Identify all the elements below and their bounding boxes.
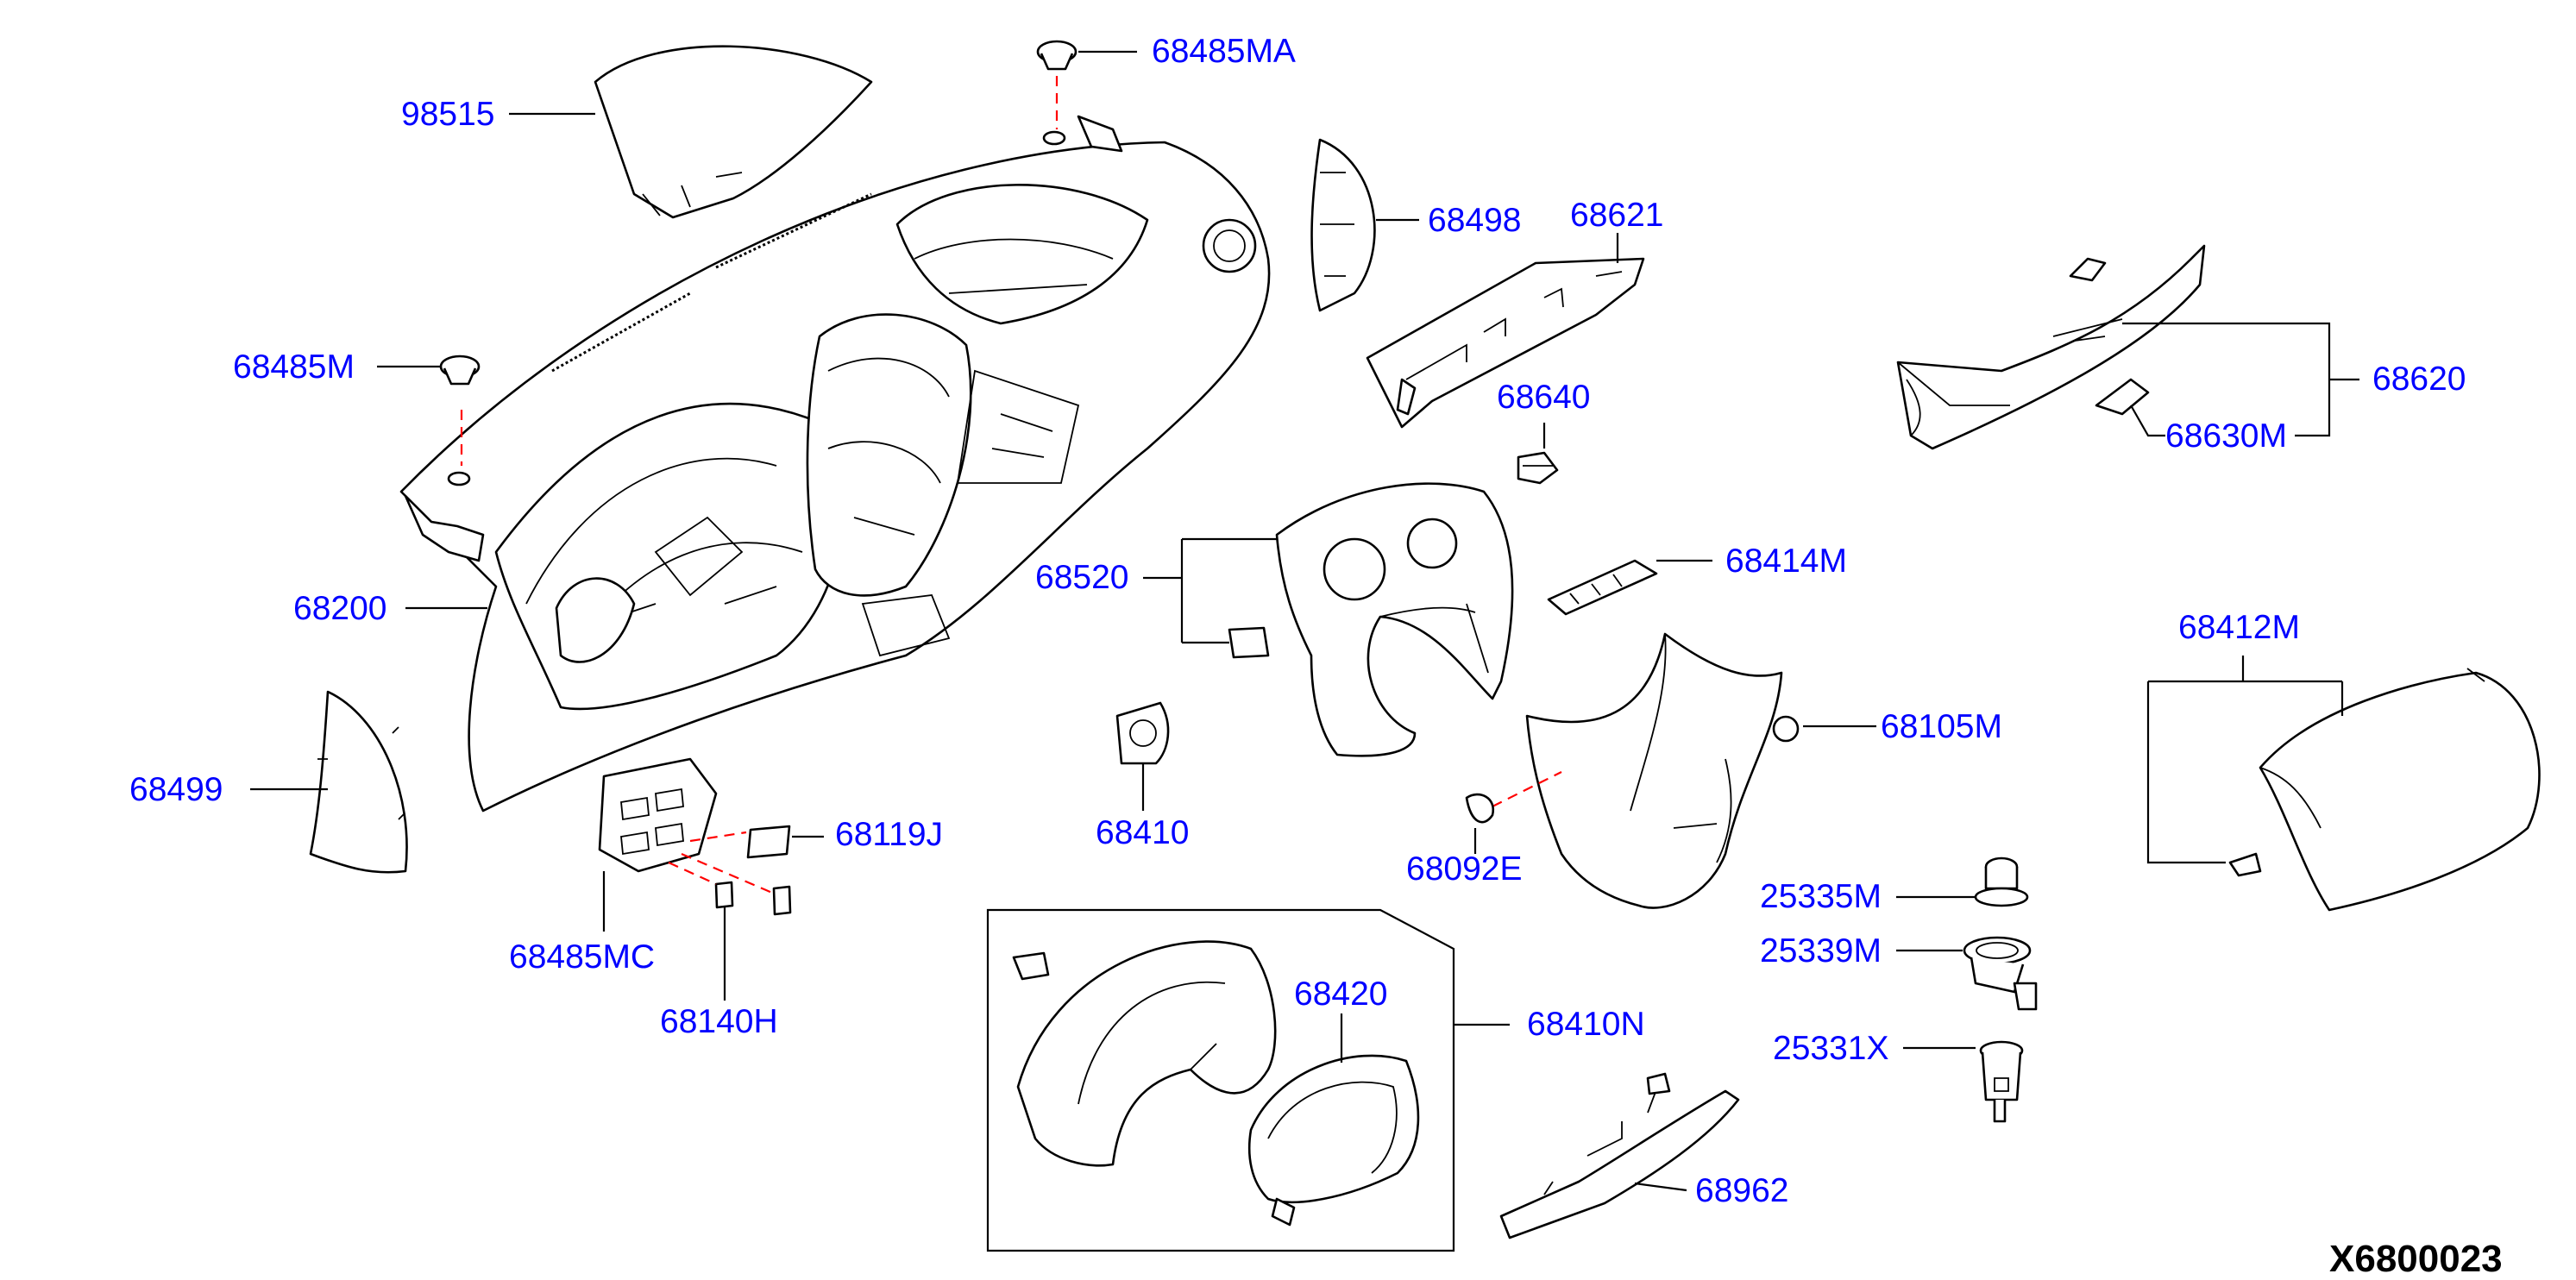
label-68140H: 68140H [660,1003,778,1040]
part-68420-meter-housing [1247,1054,1420,1227]
part-68200-instrument-panel [399,115,1271,813]
label-25331X: 25331X [1773,1030,1888,1067]
label-68621: 68621 [1570,197,1663,234]
hidden-line-68119J [689,831,747,843]
label-68410N: 68410N [1527,1006,1645,1043]
label-68485M: 68485M [233,348,355,386]
label-68119J: 68119J [835,816,943,853]
diagram-code: X6800023 [2329,1238,2503,1280]
label-68640: 68640 [1497,379,1590,416]
part-68498-side-cover [1310,138,1376,312]
hidden-line-68092E [1492,771,1562,807]
leader-68520-bracket [1180,537,1277,644]
label-68414M: 68414M [1725,543,1847,580]
label-25335M: 25335M [1760,878,1882,915]
part-68485M-clip [439,355,481,386]
part-68620-glove-box [1896,244,2206,450]
label-68620: 68620 [2372,361,2466,398]
part-68105M-lower-cover [1525,632,1800,909]
part-25335M-plug [1974,856,2029,907]
label-25339M: 25339M [1760,932,1882,969]
part-68092E-clip [1465,793,1495,824]
part-68485MC-switch-panel [598,757,718,873]
label-68485MC: 68485MC [509,938,655,976]
part-98515-cover [594,45,873,219]
part-68140H-cap-b [772,885,792,916]
label-68498: 68498 [1428,202,1521,239]
label-68092E: 68092E [1406,850,1522,888]
label-68412M: 68412M [2178,609,2300,646]
part-68414M-label-strip [1547,559,1658,616]
part-68621-glove-box-lid [1366,257,1645,429]
label-68499: 68499 [129,771,223,808]
label-68962: 68962 [1695,1172,1788,1209]
hidden-line-68140H [668,852,773,894]
part-68962-lower-panel [1499,1072,1740,1239]
part-68520-cluster-finisher [1228,482,1514,757]
leader-68630M [2130,405,2165,437]
part-25331X-lighter-socket [1979,1040,2024,1123]
label-68105M: 68105M [1881,708,2002,745]
part-68485MA-clip [1036,40,1078,71]
label-68630M: 68630M [2165,417,2287,455]
hole-68485M [447,471,471,486]
part-68410N-meter-hood [1012,940,1277,1167]
part-68140H-cap-a [714,881,734,909]
hole-68485MA [1042,130,1066,146]
label-68485MA: 68485MA [1152,33,1296,70]
label-68200: 68200 [293,590,386,627]
label-98515: 98515 [401,96,494,133]
part-25339M-socket [1963,936,2038,1011]
label-68520: 68520 [1035,559,1128,596]
leader-68412M-bracket [2146,680,2344,864]
label-68420: 68420 [1294,976,1387,1013]
part-68630M-catch [2095,378,2150,416]
part-68410-bracket [1115,701,1170,765]
leader-68962 [1634,1182,1687,1192]
part-68640-clip [1517,451,1559,485]
part-68119J-cap [746,825,791,859]
label-68410: 68410 [1096,814,1189,851]
part-68412M-side-cover [2228,668,2541,912]
kit-68410N-outline [986,908,1455,1252]
part-68499-side-finisher [309,690,408,874]
